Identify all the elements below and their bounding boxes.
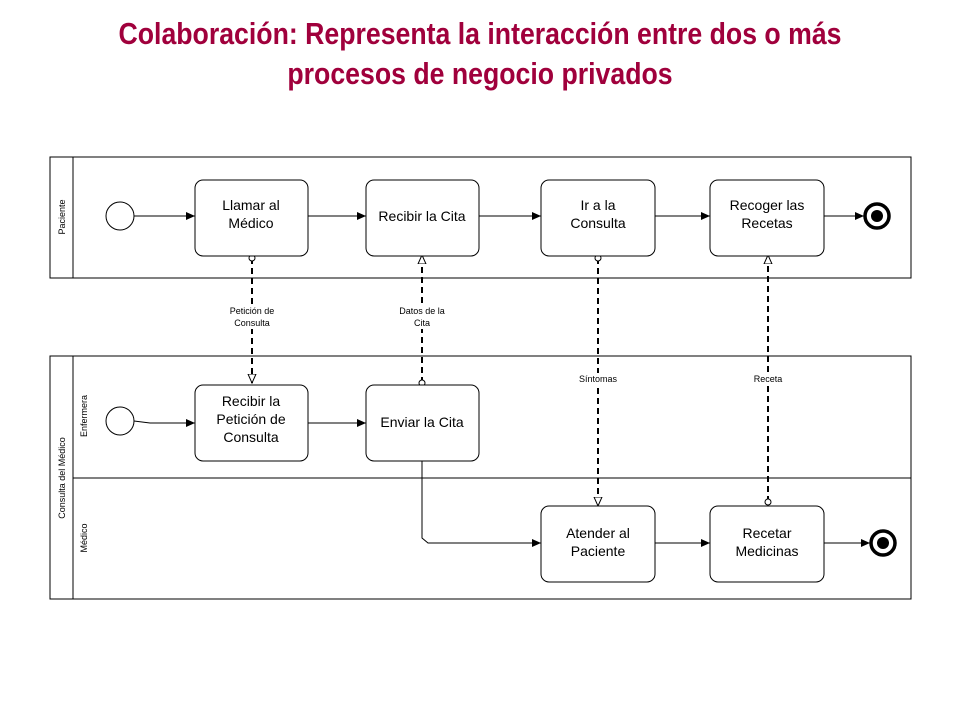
task-recibir-cita: Recibir la Cita xyxy=(365,179,480,257)
task-recetar-medicinas: Recetar Medicinas xyxy=(709,505,825,583)
pool-consulta: Consulta del Médico Enfermera Médico xyxy=(49,355,912,600)
task-recibir-peticion: Recibir la Petición de Consulta xyxy=(194,384,309,462)
task-atender-paciente: Atender al Paciente xyxy=(540,505,656,583)
task-llamar-line1: Llamar al xyxy=(222,197,280,213)
task-ir-line1: Ir a la xyxy=(580,197,615,213)
task-recetar-line1: Recetar xyxy=(742,525,791,541)
task-atender-line2: Paciente xyxy=(571,543,626,559)
task-peticion-line3: Consulta xyxy=(223,429,278,445)
msg-label-receta: Receta xyxy=(754,374,783,384)
start-event-enfermera xyxy=(105,406,135,436)
task-enviar-line1: Enviar la Cita xyxy=(380,414,463,430)
msg-label-peticion-2: Consulta xyxy=(234,318,270,328)
title-line-2: procesos de negocio privados xyxy=(287,56,673,91)
task-peticion-line2: Petición de xyxy=(216,411,285,427)
task-ir-line2: Consulta xyxy=(570,215,625,231)
message-origins xyxy=(248,254,772,506)
lane-label-enfermera: Enfermera xyxy=(79,395,89,437)
msg-label-datos-1: Datos de la xyxy=(399,306,445,316)
sequence-flows xyxy=(133,212,870,547)
page-title: Colaboración: Representa la interacción … xyxy=(67,14,893,94)
lane-label-medico: Médico xyxy=(79,523,89,552)
flow-enviar-atender xyxy=(421,461,541,547)
pool-label-consulta: Consulta del Médico xyxy=(57,437,67,519)
task-ir-consulta: Ir a la Consulta xyxy=(540,179,656,257)
task-llamar-medico: Llamar al Médico xyxy=(194,179,309,257)
task-recetar-line2: Medicinas xyxy=(735,543,798,559)
end-event-medico xyxy=(869,529,897,557)
flow-start-peticion xyxy=(133,419,195,427)
task-recibir-cita-line1: Recibir la Cita xyxy=(378,208,465,224)
task-recoger-line1: Recoger las xyxy=(730,197,805,213)
pool-label-paciente: Paciente xyxy=(57,199,67,234)
msg-label-sintomas: Síntomas xyxy=(579,374,618,384)
message-flows xyxy=(252,255,768,506)
task-enviar-cita: Enviar la Cita xyxy=(365,384,480,462)
task-llamar-line2: Médico xyxy=(228,215,273,231)
task-peticion-line1: Recibir la xyxy=(222,393,281,409)
end-event-paciente xyxy=(863,202,891,230)
start-event-paciente xyxy=(105,201,135,231)
msg-label-peticion-1: Petición de xyxy=(230,306,275,316)
task-recoger-recetas: Recoger las Recetas xyxy=(709,179,825,257)
task-recoger-line2: Recetas xyxy=(741,215,792,231)
pool-paciente: Paciente xyxy=(49,156,912,279)
message-labels: Petición de Consulta Datos de la Cita Sí… xyxy=(222,305,790,385)
msg-label-datos-2: Cita xyxy=(414,318,430,328)
title-line-1: Colaboración: Representa la interacción … xyxy=(118,16,842,51)
task-atender-line1: Atender al xyxy=(566,525,630,541)
